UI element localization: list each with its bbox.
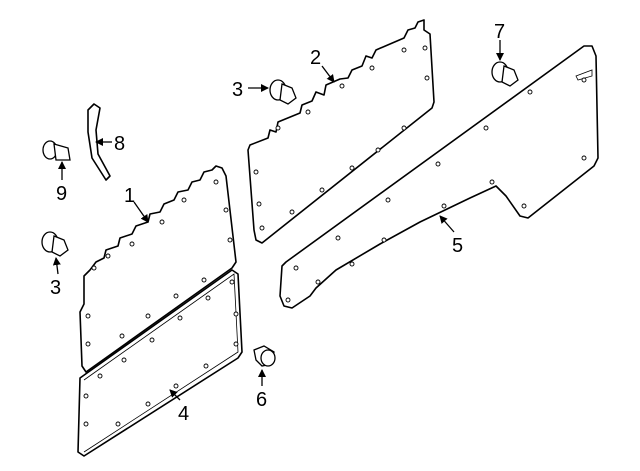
leader-line-1 [133, 201, 149, 223]
callout-4: 4 [178, 403, 189, 425]
panel-part-1 [79, 165, 237, 373]
bracket-part-8 [87, 103, 111, 181]
callout-3-lower: 3 [50, 277, 61, 299]
callout-9: 9 [56, 183, 67, 205]
panel-part-5 [279, 45, 599, 309]
fastener-part-3-lower [41, 231, 69, 257]
callout-2: 2 [310, 47, 321, 69]
callout-7: 7 [494, 21, 505, 43]
fastener-part-7 [491, 61, 519, 87]
fastener-part-3-upper [269, 79, 297, 105]
fastener-part-9 [42, 140, 71, 161]
callout-5: 5 [452, 235, 463, 257]
leader-line-2 [321, 65, 335, 83]
leader-line-4 [169, 389, 181, 401]
callout-6: 6 [256, 389, 267, 411]
fastener-part-6 [253, 345, 276, 367]
panel-part-2 [247, 19, 435, 244]
callout-1: 1 [124, 185, 135, 207]
callout-3-upper: 3 [232, 79, 243, 101]
callout-8: 8 [114, 133, 125, 155]
leader-line-3b [52, 257, 61, 275]
leader-line-5 [439, 215, 455, 233]
panel-part-4 [77, 269, 243, 457]
